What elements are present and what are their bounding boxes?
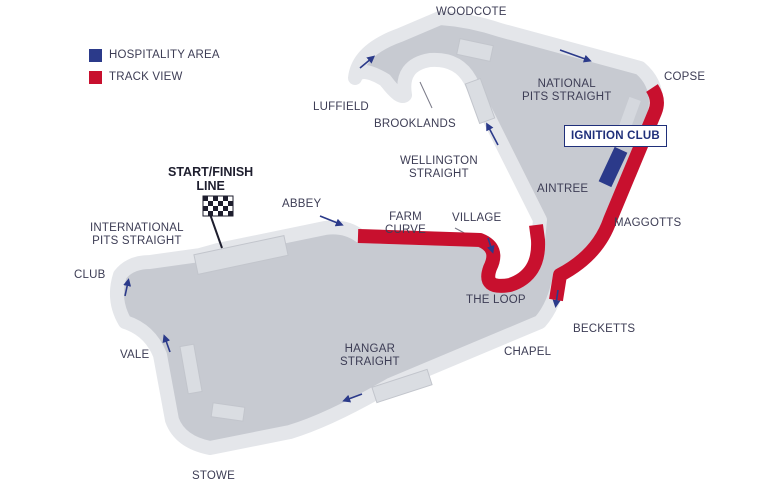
legend-swatch-hospitality [89,48,102,62]
legend-label-hospitality: HOSPITALITY AREA [109,49,220,61]
track-shadow [116,24,656,454]
label-brooklands: BROOKLANDS [374,118,456,130]
grandstand-copse [619,96,641,130]
legend-item-hospitality: HOSPITALITY AREA [89,44,220,66]
label-hangar-straight: HANGAR STRAIGHT [340,343,400,369]
label-intl-pits-line1: INTERNATIONAL [90,222,184,234]
label-national-pits-line2: PITS STRAIGHT [522,91,612,103]
label-aintree: AINTREE [537,183,589,195]
label-farm-line2: CURVE [385,224,427,236]
track-view-copse-maggotts [549,84,664,302]
label-hangar-line1: HANGAR [344,343,396,355]
grandstands [179,38,496,422]
label-becketts: BECKETTS [573,323,636,335]
ignition-club-label: IGNITION CLUB [564,125,667,147]
direction-arrows [123,49,592,403]
label-woodcote: WOODCOTE [436,6,507,18]
label-vale: VALE [120,349,150,361]
label-wellington-line1: WELLINGTON [400,155,478,167]
start-finish-line2: LINE [196,179,225,193]
hospitality-block [598,146,628,188]
label-village: VILLAGE [452,212,502,224]
label-national-pits: NATIONAL PITS STRAIGHT [522,78,612,104]
label-copse: COPSE [664,71,706,83]
label-maggotts: MAGGOTTS [614,217,682,229]
label-hangar-line2: STRAIGHT [340,356,400,368]
label-farm-line1: FARM [389,211,422,223]
label-chapel: CHAPEL [504,346,552,358]
label-abbey: ABBEY [282,198,322,210]
label-wellington-line2: STRAIGHT [409,168,469,180]
start-finish-line1: START/FINISH [168,165,254,179]
legend: HOSPITALITY AREA TRACK VIEW [89,44,220,88]
label-intl-pits-line2: PITS STRAIGHT [92,235,182,247]
legend-swatch-track-view [89,70,102,84]
label-national-pits-line1: NATIONAL [537,78,596,90]
checkered-flag-icon [202,195,234,249]
start-finish-label: START/FINISH LINE [168,165,253,193]
label-stowe: STOWE [192,470,235,482]
label-international-pits: INTERNATIONAL PITS STRAIGHT [90,222,184,248]
label-wellington: WELLINGTON STRAIGHT [400,155,478,181]
label-luffield: LUFFIELD [313,101,369,113]
legend-label-track-view: TRACK VIEW [109,71,183,83]
label-farm-curve: FARM CURVE [385,211,426,237]
label-club: CLUB [74,269,106,281]
legend-item-track-view: TRACK VIEW [89,66,220,88]
label-the-loop: THE LOOP [466,294,526,306]
